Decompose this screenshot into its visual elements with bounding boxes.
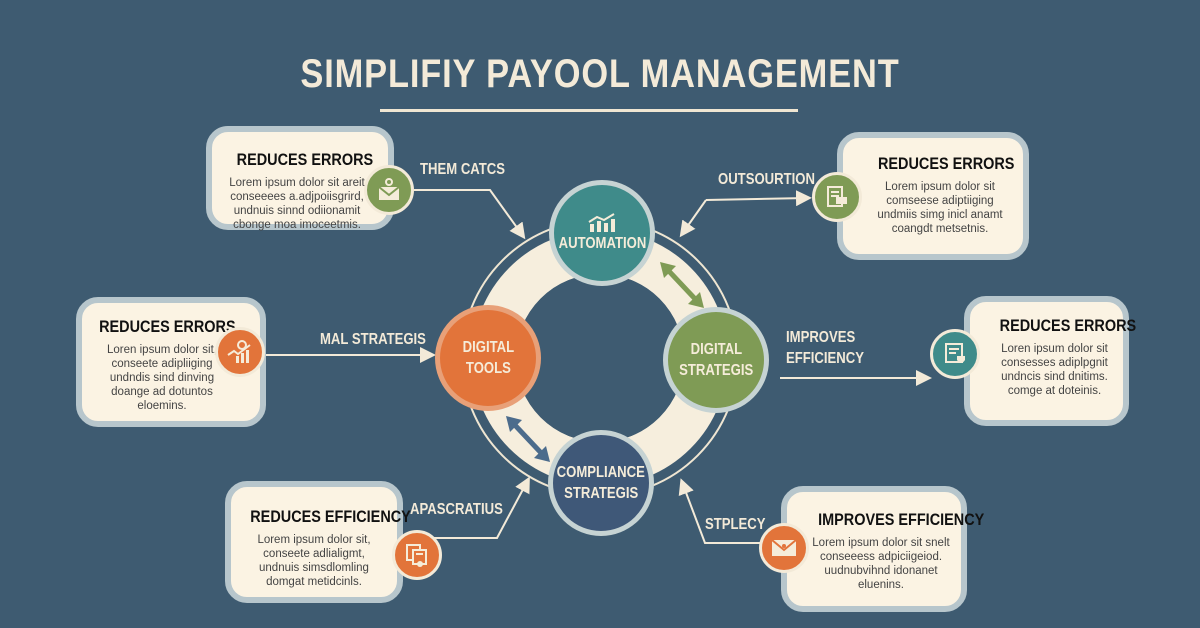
card-text: undncis sind dnitims. <box>1001 371 1108 383</box>
card-reduces-errors-top-left: REDUCES ERRORS Lorem ipsum dolor sit are… <box>206 126 394 232</box>
card-text: Lorem ipsum dolor sit areit <box>229 177 365 189</box>
label-them-catcs: THEM CATCS <box>420 161 506 178</box>
card-text: undndis sind dinving <box>109 372 215 384</box>
card-reduces-errors-mid-right: REDUCES ERRORS Loren ipsum dolor sit cons… <box>964 296 1137 426</box>
card-title: REDUCES EFFICIENCY <box>250 507 411 526</box>
card-text: Lorem ipsum dolor sit <box>885 181 995 193</box>
label-stplecy: STPLECY <box>705 516 766 533</box>
double-arrow-blue-icon <box>506 416 550 462</box>
card-text: Lorem ipsum dolor sit snelt <box>812 537 950 549</box>
card-text: coangdt metsetnis. <box>891 223 989 235</box>
node-digital-strategis-line2: STRATEGIS <box>678 362 754 379</box>
card-title: REDUCES ERRORS <box>99 317 236 336</box>
bar-chart-growth-icon <box>588 212 615 232</box>
label-outsourtion: OUTSOURTION <box>718 171 815 188</box>
documents-coin-icon <box>392 530 442 580</box>
node-automation: AUTOMATION <box>549 180 655 286</box>
connector-bottom-right <box>678 478 760 544</box>
card-body: Lorem ipsum dolor sit, conseete adlialigm… <box>239 533 389 589</box>
card-text: undnuis simsdlomling <box>259 562 369 574</box>
card-text: cbonge moa imoceetmis. <box>233 219 361 231</box>
card-text: doange ad dotuntos <box>111 386 213 398</box>
card-title: REDUCES ERRORS <box>877 154 1015 173</box>
card-text: domgat metidcinls. <box>266 576 362 588</box>
title-underline <box>380 109 798 112</box>
card-text: conseeess adpiciigeiod. <box>819 551 943 563</box>
node-digital-strategis: DIGITAL STRATEGIS <box>663 307 769 413</box>
card-body: Loren ipsum dolor sit, conseete adipliigi… <box>88 343 236 413</box>
node-digital-tools-line2: TOOLS <box>465 360 511 377</box>
label-mal-strategis: MAL STRATEGIS <box>320 331 426 348</box>
envelope-icon <box>759 523 809 573</box>
card-text: consesses adiplpgnit <box>1001 357 1108 369</box>
card-text: conseete adipliiging <box>111 358 213 370</box>
card-text: Loren ipsum dolor sit <box>1001 343 1108 355</box>
ring-center <box>516 274 684 442</box>
card-reduces-efficiency: REDUCES EFFICIENCY Lorem ipsum dolor sit… <box>225 481 411 603</box>
checklist-shield-icon <box>930 329 980 379</box>
label-improves: IMPROVES <box>786 329 856 346</box>
node-compliance-line2: STRATEGIS <box>563 485 639 502</box>
card-body: Loren ipsum dolor sit consesses adiplpgni… <box>990 342 1119 398</box>
card-text: eluenins. <box>857 579 905 591</box>
card-title: REDUCES ERRORS <box>236 150 374 169</box>
document-form-icon <box>812 172 862 222</box>
connector-top-right <box>705 190 812 207</box>
gear-chart-icon <box>215 327 265 377</box>
card-text: uudnubvihnd idonanet <box>824 565 938 577</box>
connector-bottom-left <box>412 476 530 539</box>
node-digital-tools: DIGITAL TOOLS <box>435 305 541 411</box>
card-text: Lorem ipsum dolor sit, <box>257 534 371 546</box>
label-apascratius: APASCRATIUS <box>410 501 503 518</box>
node-compliance-line1: COMPLIANCE <box>556 464 646 481</box>
card-title: REDUCES ERRORS <box>999 316 1137 335</box>
node-digital-tools-line1: DIGITAL <box>462 339 514 356</box>
card-text: undnuis sinnd odiionamit <box>233 205 361 217</box>
card-body: Lorem ipsum dolor sit comseese adiptiigin… <box>867 180 1013 236</box>
card-improves-efficiency: IMPROVES EFFICIENCY Lorem ipsum dolor si… <box>781 486 985 612</box>
page-title: SIMPLIFIY PAYOOL MANAGEMENT <box>300 52 900 96</box>
node-automation-label: AUTOMATION <box>558 234 646 252</box>
card-text: undmiis simg inicl anamt <box>877 209 1003 221</box>
card-text: comseese adiptiiging <box>886 195 994 207</box>
connector-top-right-branch <box>679 199 707 238</box>
node-compliance-strategis: COMPLIANCE STRATEGIS <box>548 430 654 536</box>
node-digital-strategis-line1: DIGITAL <box>690 341 742 358</box>
card-text: Loren ipsum dolor sit, <box>107 344 217 356</box>
double-arrow-green-icon <box>660 262 704 308</box>
label-efficiency: EFFICIENCY <box>786 350 865 367</box>
card-text: conseeees a.adjpoiisgrird, <box>230 191 364 203</box>
envelope-pin-icon <box>364 165 414 215</box>
card-text: eloemins. <box>137 400 187 412</box>
card-reduces-errors-top-right: REDUCES ERRORS Lorem ipsum dolor sit coms… <box>837 132 1029 260</box>
card-body: Lorem ipsum dolor sit snelt conseeess adp… <box>807 536 955 592</box>
card-body: Lorem ipsum dolor sit areit conseeees a.a… <box>226 176 368 232</box>
card-title: IMPROVES EFFICIENCY <box>818 510 985 529</box>
connector-top-left <box>414 189 526 240</box>
card-text: conseete adlialigmt, <box>263 548 365 560</box>
card-text: comge at doteinis. <box>1007 385 1102 397</box>
